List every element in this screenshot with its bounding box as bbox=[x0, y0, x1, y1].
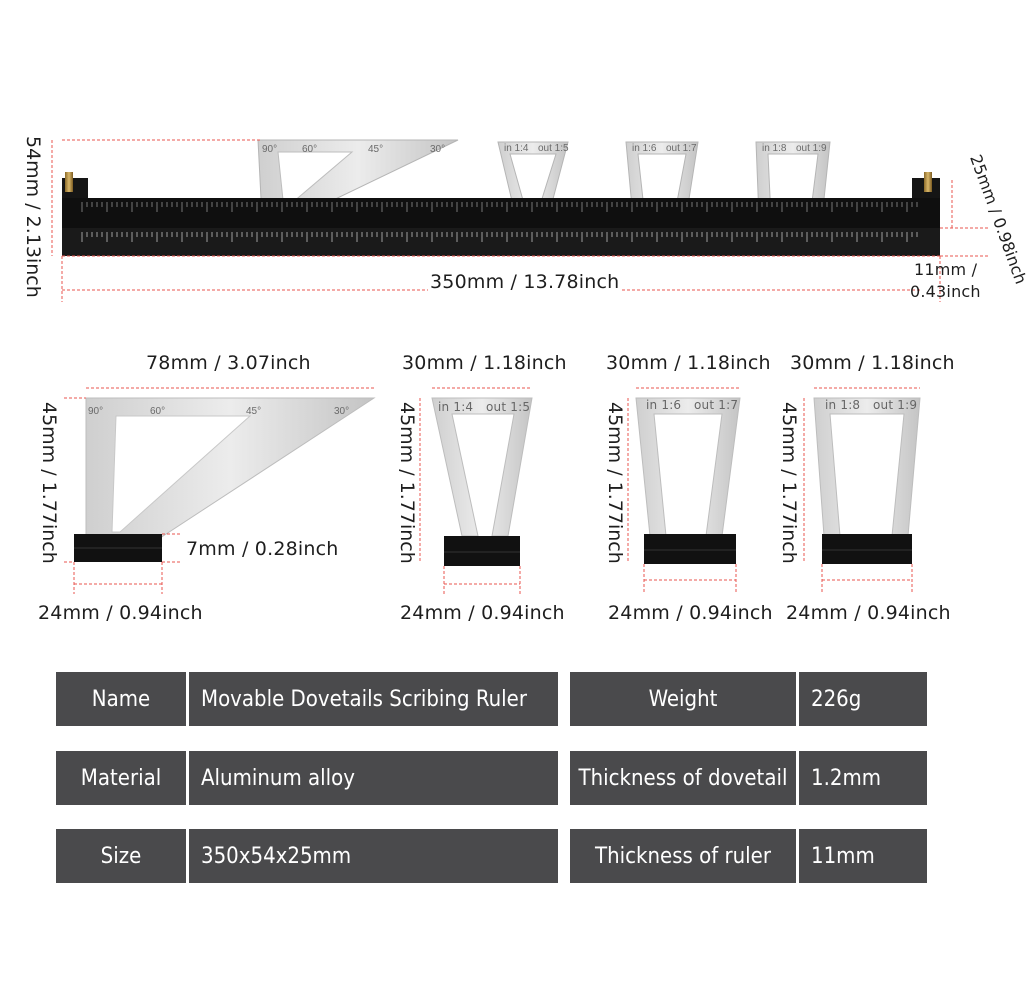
gauge2-in-label: in 1:6 bbox=[646, 398, 682, 412]
parts-illustration: 90° 60° 45° 30° bbox=[64, 387, 921, 594]
gauge1-in-label: in 1:4 bbox=[438, 400, 474, 414]
gauge3-out-label: out 1:9 bbox=[873, 398, 918, 412]
svg-text:out 1:7: out 1:7 bbox=[666, 143, 697, 154]
gauge1-base-label: 24mm / 0.94inch bbox=[400, 602, 565, 624]
svg-text:in 1:4: in 1:4 bbox=[504, 143, 529, 154]
gauge3-width-label: 30mm / 1.18inch bbox=[790, 352, 955, 374]
gauge2-out-label: out 1:7 bbox=[694, 398, 739, 412]
ruler-thickness-label-line1: 11mm / bbox=[914, 260, 978, 279]
spec-value-name: Movable Dovetails Scribing Ruler bbox=[189, 672, 558, 726]
gauge1-height-label: 45mm / 1.77inch bbox=[396, 402, 418, 564]
ruler-thickness-label-line2: 0.43inch bbox=[910, 282, 981, 301]
spec-label-ruler-thickness: Thickness of ruler bbox=[570, 829, 796, 883]
gauge1-width-label: 30mm / 1.18inch bbox=[402, 352, 567, 374]
spec-value-weight: 226g bbox=[799, 672, 927, 726]
svg-text:in 1:6: in 1:6 bbox=[632, 143, 657, 154]
spec-value-dovetail-thickness: 1.2mm bbox=[799, 751, 927, 805]
svg-text:in 1:8: in 1:8 bbox=[762, 143, 787, 154]
svg-text:out 1:9: out 1:9 bbox=[796, 143, 827, 154]
ruler-assembly-illustration: 90° 60° 45° 30° in 1:4 out 1:5 in 1:6 ou… bbox=[51, 139, 990, 302]
ruler-ticks bbox=[81, 202, 918, 242]
svg-text:60°: 60° bbox=[302, 144, 317, 155]
spec-label-material: Material bbox=[56, 751, 186, 805]
svg-text:30°: 30° bbox=[334, 406, 349, 417]
gauge3-in-label: in 1:8 bbox=[825, 398, 861, 412]
spec-value-material: Aluminum alloy bbox=[189, 751, 558, 805]
square-height-label: 45mm / 1.77inch bbox=[38, 402, 60, 564]
spec-label-size: Size bbox=[56, 829, 186, 883]
gauge2-base-label: 24mm / 0.94inch bbox=[608, 602, 773, 624]
svg-text:90°: 90° bbox=[262, 144, 277, 155]
spec-label-dovetail-thickness: Thickness of dovetail bbox=[570, 751, 796, 805]
gauge-tool-1 bbox=[431, 397, 533, 566]
spec-label-weight: Weight bbox=[570, 672, 796, 726]
gauge1-out-label: out 1:5 bbox=[486, 400, 531, 414]
spec-value-ruler-thickness: 11mm bbox=[799, 829, 927, 883]
gauge2-width-label: 30mm / 1.18inch bbox=[606, 352, 771, 374]
svg-text:30°: 30° bbox=[430, 144, 445, 155]
svg-text:90°: 90° bbox=[88, 406, 103, 417]
spec-label-name: Name bbox=[56, 672, 186, 726]
ruler-body bbox=[62, 198, 940, 228]
square-width-label: 78mm / 3.07inch bbox=[146, 352, 311, 374]
gauge3-height-label: 45mm / 1.77inch bbox=[778, 402, 800, 564]
gauge-tool-2 bbox=[635, 397, 741, 564]
svg-text:60°: 60° bbox=[150, 406, 165, 417]
svg-text:45°: 45° bbox=[368, 144, 383, 155]
square-tool: 90° 60° 45° 30° bbox=[74, 397, 376, 562]
svg-text:45°: 45° bbox=[246, 406, 261, 417]
square-base-label: 24mm / 0.94inch bbox=[38, 602, 203, 624]
svg-text:out 1:5: out 1:5 bbox=[538, 143, 569, 154]
ruler-length-label: 350mm / 13.78inch bbox=[428, 271, 622, 293]
gauge-tool-3 bbox=[813, 397, 921, 564]
square-base-height-label: 7mm / 0.28inch bbox=[186, 538, 339, 560]
gauge3-base-label: 24mm / 0.94inch bbox=[786, 602, 951, 624]
gauge2-height-label: 45mm / 1.77inch bbox=[604, 402, 626, 564]
spec-value-size: 350x54x25mm bbox=[189, 829, 558, 883]
